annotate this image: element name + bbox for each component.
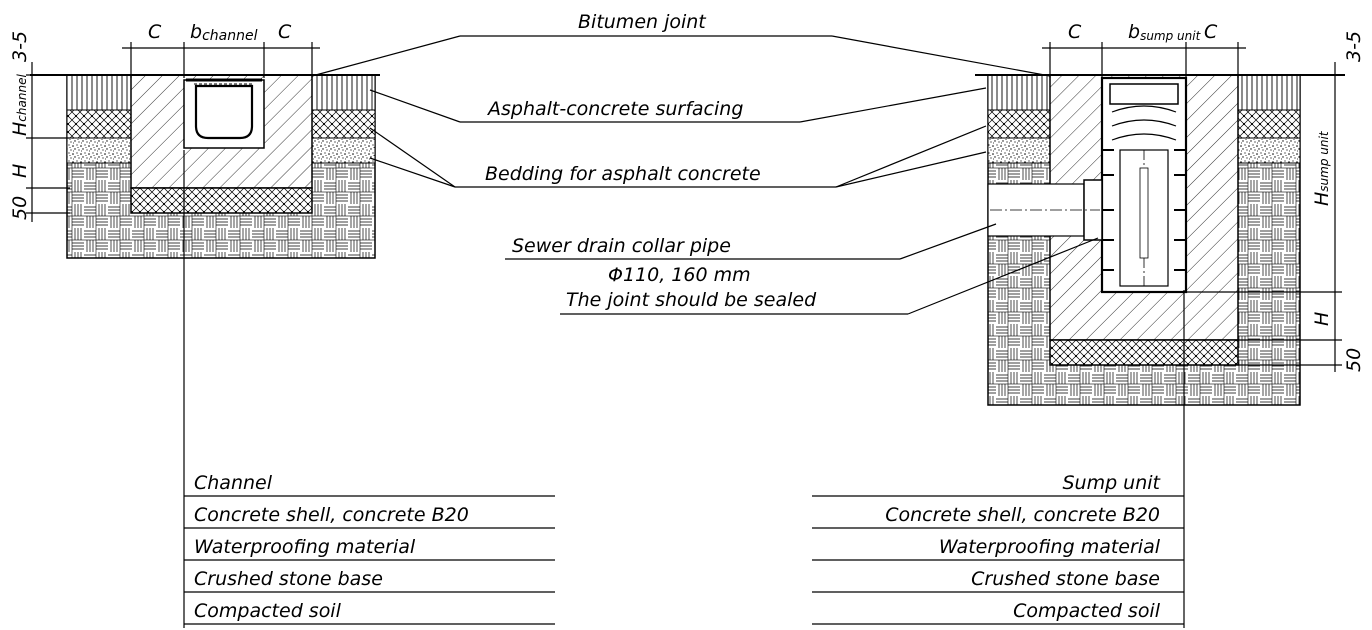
legend-left-item-2: Waterproofing material — [194, 536, 416, 558]
legend-right-item-0: Sump unit — [1062, 472, 1161, 494]
callouts: Bitumen joint Asphalt-concrete surfacing… — [311, 11, 1099, 315]
legend-right-item-4: Compacted soil — [1013, 600, 1161, 622]
legend-right-item-2: Waterproofing material — [939, 536, 1161, 558]
dim-b-sump: bsump unit — [1128, 21, 1202, 43]
legend-left-item-0: Channel — [194, 472, 273, 494]
dim-b-channel: bchannel — [190, 21, 258, 44]
legend-left-item-4: Compacted soil — [194, 600, 342, 622]
dimensions-left: C bchannel C 3-5 Hchannel H 50 — [9, 21, 320, 222]
callout-sewer-pipe: Sewer drain collar pipe — [512, 235, 731, 257]
legend-left-item-1: Concrete shell, concrete B20 — [194, 504, 469, 526]
callout-bedding: Bedding for asphalt concrete — [485, 163, 761, 185]
dim-50-left: 50 — [9, 196, 31, 220]
callout-pipe-size: Φ110, 160 mm — [608, 264, 751, 286]
dim-h-right: H — [1311, 312, 1333, 326]
callout-bitumen-joint: Bitumen joint — [578, 11, 707, 33]
callout-asphalt-surfacing: Asphalt-concrete surfacing — [486, 98, 743, 120]
dim-c-right-1: C — [1068, 21, 1082, 43]
dim-3-5-right: 3-5 — [1343, 31, 1365, 62]
dim-c-left-1: C — [148, 21, 162, 43]
legend-left-item-3: Crushed stone base — [194, 568, 383, 590]
dim-c-left-2: C — [278, 21, 292, 43]
dimensions-right: C bsump unit C 3-5 Hsump unit H 50 — [1042, 21, 1365, 372]
legend-left: Channel Concrete shell, concrete B20 Wat… — [184, 472, 555, 625]
dim-c-right-2: C — [1204, 21, 1218, 43]
legend-right: Sump unit Concrete shell, concrete B20 W… — [812, 472, 1184, 625]
callout-joint-sealed: The joint should be sealed — [566, 289, 817, 311]
legend-right-item-1: Concrete shell, concrete B20 — [885, 504, 1160, 526]
dim-h-channel: Hchannel — [9, 74, 31, 136]
legend-right-item-3: Crushed stone base — [971, 568, 1160, 590]
dim-h-sump: Hsump unit — [1311, 130, 1333, 206]
dim-50-right: 50 — [1343, 348, 1365, 372]
dim-3-5-left: 3-5 — [9, 31, 31, 62]
sump-section — [975, 74, 1345, 406]
channel-section — [30, 74, 380, 259]
dim-h-left: H — [9, 164, 31, 178]
